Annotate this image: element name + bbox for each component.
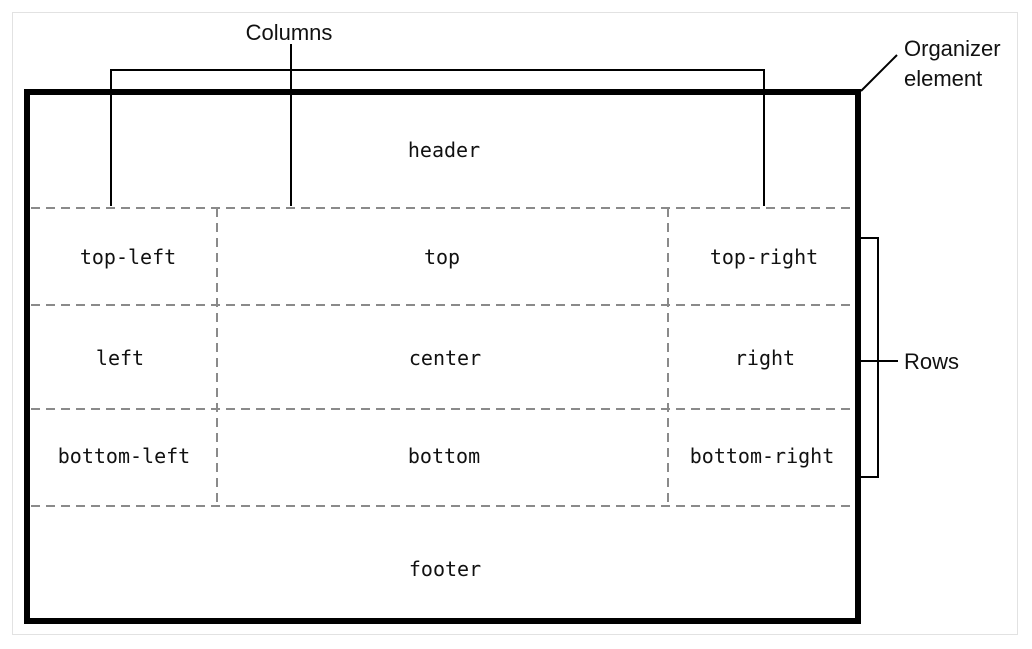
- region-bottom-right: bottom-right: [690, 444, 835, 468]
- rows-bracket-outline: [855, 237, 879, 478]
- region-footer: footer: [409, 557, 481, 581]
- grid-dashed-lines: [31, 207, 855, 507]
- region-left: left: [96, 346, 144, 370]
- columns-bracket-outline: [110, 69, 765, 206]
- region-top-right: top-right: [710, 245, 818, 269]
- figure-frame: [12, 12, 1018, 635]
- organizer-leader-line: [860, 54, 898, 92]
- columns-bracket: [110, 44, 765, 206]
- rows-bracket: [855, 237, 898, 478]
- organizer-label-line1: Organizer: [904, 36, 1001, 61]
- region-bottom-left: bottom-left: [58, 444, 190, 468]
- region-right: right: [735, 346, 795, 370]
- region-bottom: bottom: [408, 444, 480, 468]
- organizer-label-line2: element: [904, 66, 982, 91]
- organizer-element-border: [24, 89, 861, 624]
- region-top-left: top-left: [80, 245, 176, 269]
- columns-label: Columns: [246, 20, 333, 45]
- region-header: header: [408, 138, 480, 162]
- region-top: top: [424, 245, 460, 269]
- region-center: center: [409, 346, 481, 370]
- rows-label: Rows: [904, 349, 959, 374]
